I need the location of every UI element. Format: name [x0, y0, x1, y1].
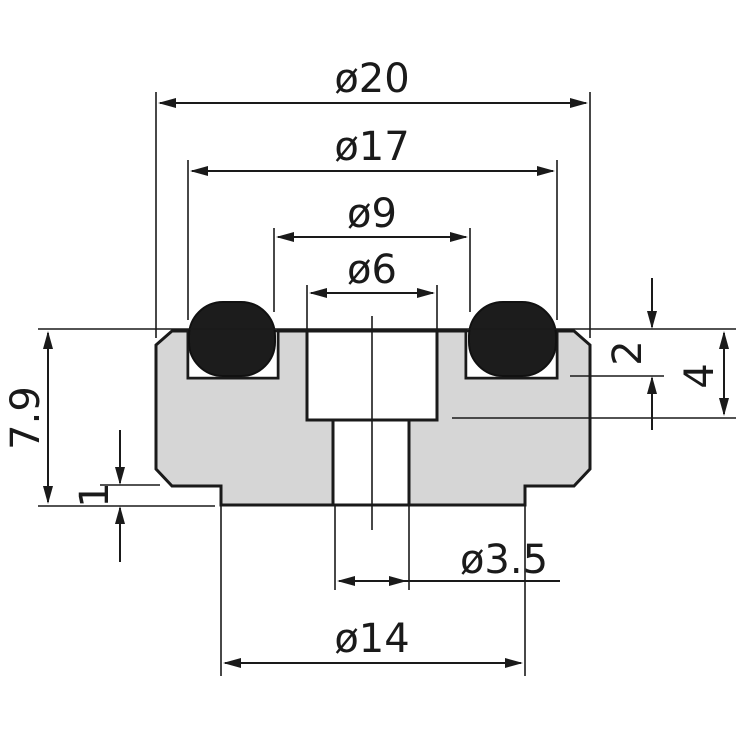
- extension-lines: [38, 92, 736, 676]
- o-ring-left: [188, 301, 276, 377]
- label-bore-diameter: ø3.5: [460, 537, 548, 583]
- label-counterbore-diameter: ø6: [347, 247, 397, 293]
- dimension-lines: [43, 98, 729, 668]
- part-section: [154, 301, 592, 530]
- label-base-diameter: ø14: [334, 616, 409, 662]
- label-groove-outer-diameter: ø17: [334, 124, 409, 170]
- through-bore: [331, 418, 411, 507]
- label-groove-inner-diameter: ø9: [347, 191, 397, 237]
- label-total-height: 7.9: [3, 386, 49, 450]
- label-outer-diameter: ø20: [334, 56, 409, 102]
- label-step-height: 1: [72, 482, 118, 507]
- o-ring-right: [468, 301, 557, 377]
- label-groove-depth: 2: [605, 340, 651, 365]
- dimension-labels: ø20 ø17 ø9 ø6 ø3.5 ø14 7.9 1 2 4: [3, 56, 723, 662]
- label-counterbore-depth: 4: [677, 363, 723, 388]
